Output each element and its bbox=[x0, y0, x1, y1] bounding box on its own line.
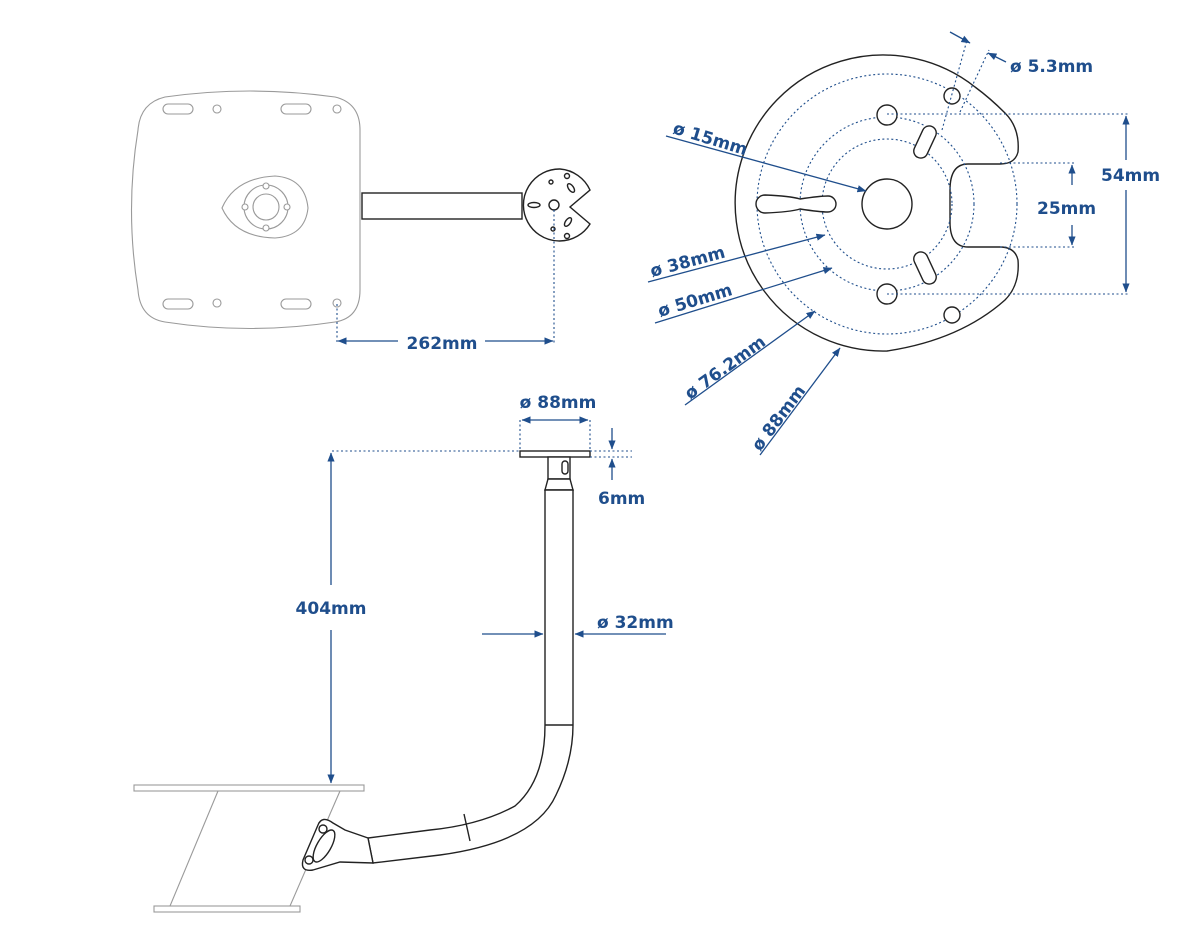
circle-38-label: ø 38mm bbox=[648, 243, 727, 282]
circle-50-label: ø 50mm bbox=[656, 280, 735, 322]
base-hole bbox=[332, 298, 342, 308]
side-view: 404mm ø 88mm 6mm ø 32mm bbox=[133, 393, 674, 913]
mount-hole bbox=[943, 306, 961, 324]
plate-view: ø 5.3mm ø 15mm ø 38mm ø 50mm ø 76.2mm ø … bbox=[647, 31, 1160, 456]
base-hole bbox=[212, 104, 222, 114]
hole-5-3-label: ø 5.3mm bbox=[1010, 57, 1093, 77]
mount-hole bbox=[876, 104, 898, 126]
height-54-label: 54mm bbox=[1101, 166, 1160, 186]
mount-hole bbox=[943, 87, 961, 105]
arm-top-view bbox=[361, 192, 523, 220]
deck-bottom-plate bbox=[153, 905, 301, 913]
arm-tube bbox=[367, 489, 574, 864]
pivot-joint bbox=[301, 818, 374, 871]
base-hole bbox=[212, 298, 222, 308]
head-plate-side bbox=[519, 450, 591, 458]
keyhole-slot bbox=[755, 194, 837, 214]
top-span-label: 262mm bbox=[407, 334, 478, 354]
base-slot bbox=[162, 103, 194, 115]
angled-slot bbox=[913, 251, 937, 285]
plate-88-label: ø 88mm bbox=[520, 393, 597, 413]
top-view: 262mm bbox=[130, 90, 591, 354]
base-slot bbox=[280, 103, 312, 115]
tube-32-label: ø 32mm bbox=[597, 613, 674, 633]
slot-25-label: 25mm bbox=[1037, 199, 1096, 219]
thickness-6-label: 6mm bbox=[598, 489, 645, 509]
pivot-bolt bbox=[283, 203, 291, 211]
center-15-label: ø 15mm bbox=[671, 119, 750, 161]
outer-88-label: ø 88mm bbox=[748, 382, 810, 455]
angled-slot bbox=[913, 125, 937, 159]
tube-collar bbox=[544, 478, 574, 491]
center-hole bbox=[861, 178, 913, 230]
pivot-ring-inner bbox=[252, 193, 280, 221]
base-slot bbox=[162, 298, 194, 310]
pivot-bolt bbox=[262, 182, 270, 190]
head-plate-top-view bbox=[522, 168, 591, 242]
circle-76-label: ø 76.2mm bbox=[681, 332, 770, 404]
base-hole bbox=[332, 104, 342, 114]
height-404-label: 404mm bbox=[296, 599, 367, 619]
pivot-bolt bbox=[241, 203, 249, 211]
head-neck bbox=[547, 456, 571, 480]
pivot-bolt bbox=[262, 224, 270, 232]
base-slot bbox=[280, 298, 312, 310]
circle-76 bbox=[756, 73, 1018, 335]
deck-top-plate bbox=[133, 784, 365, 792]
